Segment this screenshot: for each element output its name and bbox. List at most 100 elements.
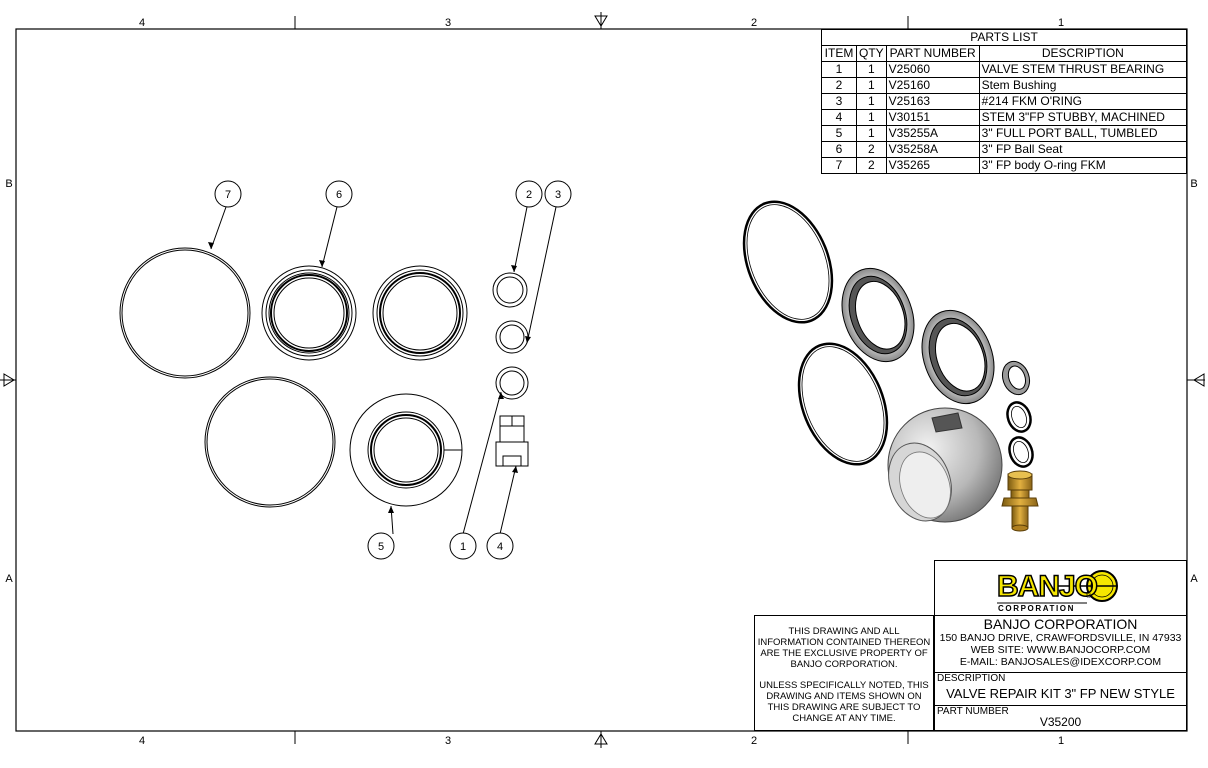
table-row: 1 1 V25060 VALVE STEM THRUST BEARING [821,61,1188,78]
balloon-7: 7 [214,180,242,208]
notice-ownership: THIS DRAWING AND ALL INFORMATION CONTAIN… [757,626,931,670]
part-4-stem-view [495,415,529,467]
row-qty: 1 [856,93,887,110]
balloon-4: 4 [486,532,514,560]
table-row: 5 1 V35255A 3" FULL PORT BALL, TUMBLED [821,125,1188,142]
proprietary-notice: THIS DRAWING AND ALL INFORMATION CONTAIN… [754,615,934,731]
row-part-number: V25060 [885,61,980,78]
row-item: 3 [821,93,857,110]
balloon-1: 1 [449,532,477,560]
company-email: E-MAIL: BANJOSALES@IDEXCORP.COM [959,656,1162,668]
row-qty: 2 [856,141,887,158]
zone-top-4: 4 [139,17,145,29]
table-row: 3 1 V25163 #214 FKM O'RING [821,93,1188,110]
col-header-description: DESCRIPTION [978,45,1188,62]
logo-registered: ® [1086,592,1092,600]
table-row: 2 1 V25160 Stem Bushing [821,77,1188,94]
iso-oring-7-top [742,200,834,324]
part-1-thrust-bearing-view [495,366,529,400]
zone-top-3: 3 [445,17,451,29]
parts-list-header-row: ITEM QTY PART NUMBER DESCRIPTION [821,45,1188,62]
balloon-5-label: 5 [378,541,384,553]
zone-bottom-4: 4 [139,735,145,747]
iso-ball-seat-6-a [841,267,915,363]
leader-lines [210,206,557,535]
row-description: 3" FP body O-ring FKM [978,157,1188,174]
part-6-ball-seat-view-2 [372,265,468,361]
zone-right-B: B [1190,178,1197,190]
row-item: 7 [821,157,857,174]
row-description: STEM 3"FP STUBBY, MACHINED [978,109,1188,126]
center-mark-top [594,15,608,27]
parts-list-title: PARTS LIST [821,29,1187,46]
zone-bottom-2: 2 [751,735,757,747]
row-qty: 1 [856,109,887,126]
table-row: 7 2 V35265 3" FP body O-ring FKM [821,157,1188,174]
exploded-isometric-view [742,200,1039,532]
logo-cell: BANJO ® CORPORATION [935,561,1186,616]
logo-wordmark: BANJO [997,570,1098,603]
iso-stem-bushing-2 [1001,360,1031,396]
balloon-5: 5 [367,532,395,560]
parts-list-table: PARTS LIST ITEM QTY PART NUMBER DESCRIPT… [821,29,1188,174]
balloon-2-label: 2 [526,189,532,201]
part-3-oring-view [495,320,529,354]
leader-arrowheads [208,242,531,513]
row-description: Stem Bushing [978,77,1188,94]
balloon-6-label: 6 [336,189,342,201]
row-qty: 1 [856,125,887,142]
part-5-ball-view [349,393,463,507]
part-6-ball-seat-view [261,265,357,361]
zone-top-2: 2 [751,17,757,29]
balloon-3: 3 [544,180,572,208]
company-address: 150 BANJO DRIVE, CRAWFORDSVILLE, IN 4793… [939,632,1182,644]
description-cell: DESCRIPTION VALVE REPAIR KIT 3" FP NEW S… [935,673,1186,706]
row-description: 3" FP Ball Seat [978,141,1188,158]
center-mark-bottom [594,733,608,745]
row-description: VALVE STEM THRUST BEARING [978,61,1188,78]
balloon-6: 6 [325,180,353,208]
company-name: BANJO CORPORATION [983,616,1138,632]
row-part-number: V25163 [885,93,980,110]
row-item: 4 [821,109,857,126]
row-description: #214 FKM O'RING [978,93,1188,110]
part-number-value: V35200 [1039,715,1082,729]
zone-top-1: 1 [1058,17,1064,29]
center-mark-right [1193,373,1205,387]
iso-ball-5 [887,407,1003,523]
row-part-number: V35258A [885,141,980,158]
parts-list-title-row: PARTS LIST [821,29,1187,46]
notice-change: UNLESS SPECIFICALLY NOTED, THIS DRAWING … [759,680,929,724]
row-part-number: V25160 [885,77,980,94]
row-part-number: V35255A [885,125,980,142]
row-item: 1 [821,61,857,78]
part-number-label: PART NUMBER [937,706,1009,717]
iso-ball-seat-6-b [921,309,995,405]
iso-oring-3 [1006,401,1032,433]
balloon-4-label: 4 [497,541,503,553]
row-item: 2 [821,77,857,94]
part-2-stem-bushing-view [492,272,528,308]
zone-right-A: A [1190,573,1198,585]
company-website: WEB SITE: WWW.BANJOCORP.COM [970,644,1151,656]
banjo-logo: BANJO ® CORPORATION [996,569,1118,613]
balloon-1-label: 1 [460,541,466,553]
iso-stem-4 [1001,470,1039,532]
part-7-oring-view-2 [204,376,336,508]
row-qty: 1 [856,77,887,94]
zone-left-A: A [5,573,13,585]
row-part-number: V30151 [885,109,980,126]
balloon-3-label: 3 [555,189,561,201]
col-header-item: ITEM [821,45,857,62]
part-number-cell: PART NUMBER V35200 [935,706,1186,730]
row-qty: 2 [856,157,887,174]
company-cell: BANJO CORPORATION 150 BANJO DRIVE, CRAWF… [935,616,1186,673]
row-part-number: V35265 [885,157,980,174]
zone-bottom-1: 1 [1058,735,1064,747]
iso-oring-7-bottom [797,342,889,466]
row-description: 3" FULL PORT BALL, TUMBLED [978,125,1188,142]
col-header-qty: QTY [856,45,887,62]
title-block: BANJO ® CORPORATION BANJO CORPORATION 15… [934,560,1187,731]
row-item: 5 [821,125,857,142]
